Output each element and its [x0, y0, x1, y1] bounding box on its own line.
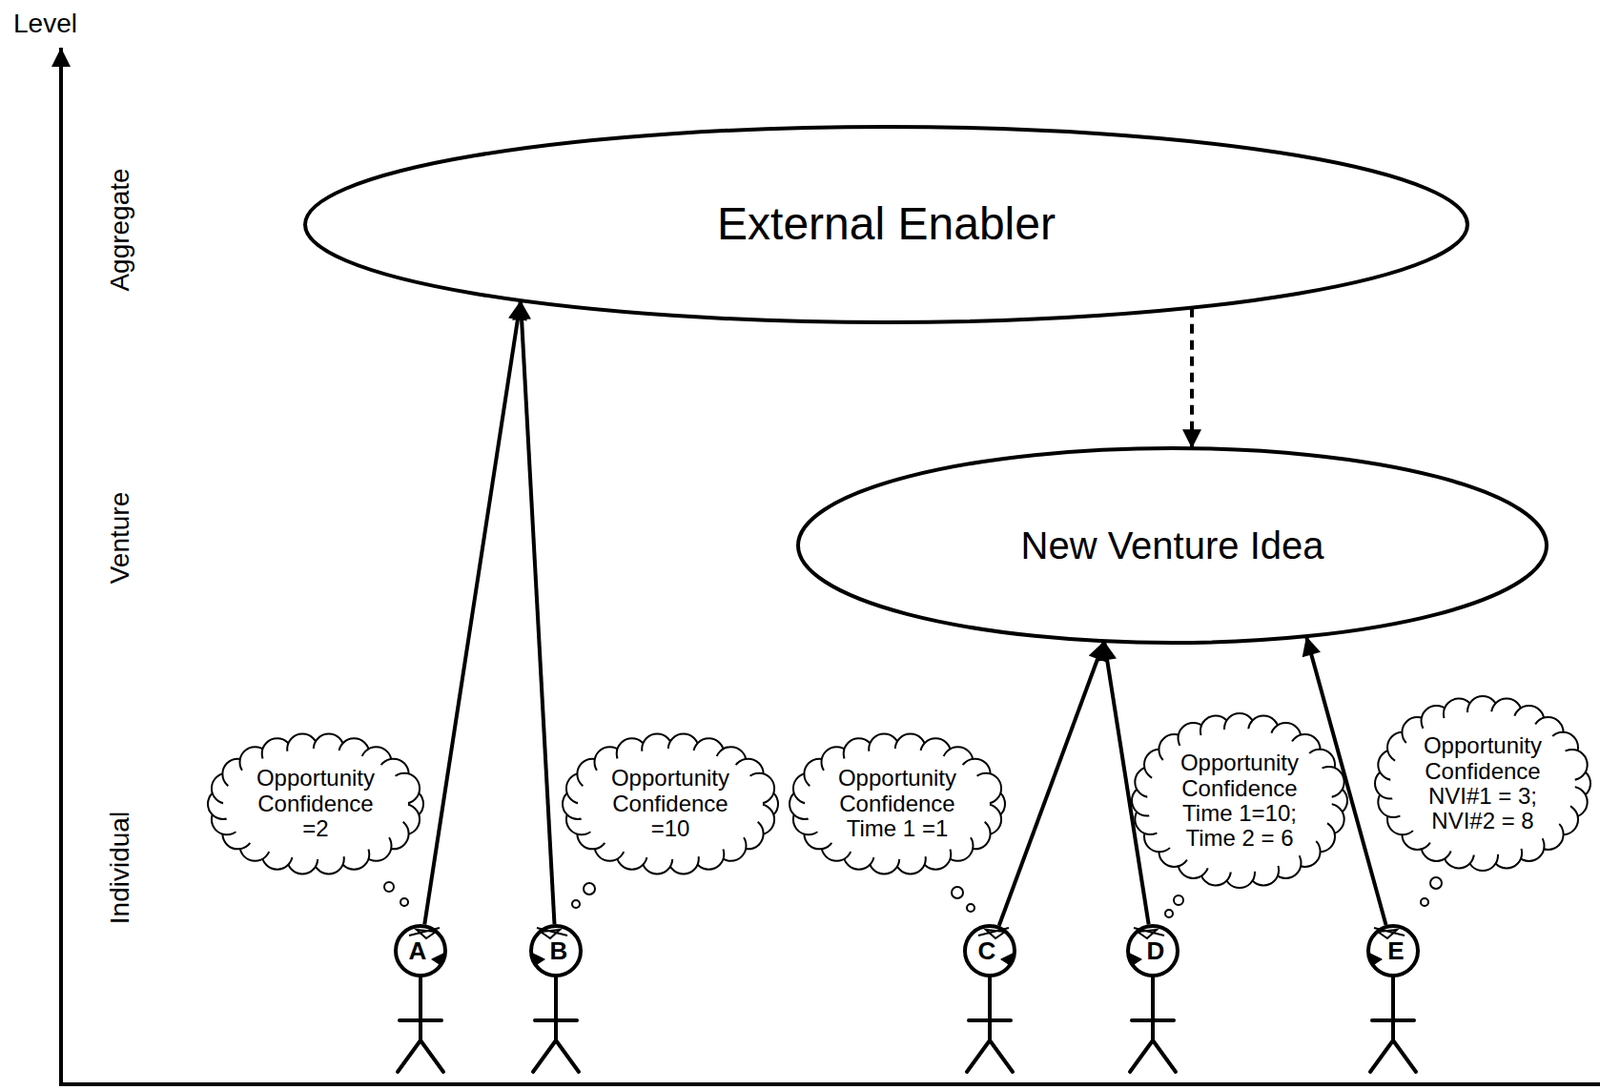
node-text-holder: New Venture Idea: [796, 446, 1549, 645]
cloud-fill: [1147, 728, 1333, 873]
head-outline: [395, 925, 446, 976]
person-letter: D: [1147, 938, 1166, 964]
concept-ellipse: External Enabler: [303, 124, 1470, 325]
node-text-holder: Opportunity Confidence Time 1=10; Time 2…: [1130, 712, 1349, 889]
thought-bubble: [583, 882, 595, 895]
thought-bubble: [966, 903, 975, 912]
person-head: D: [1126, 923, 1180, 978]
thought-cloud: Opportunity Confidence Time 1 =1: [788, 732, 1006, 876]
concept-ellipse: New Venture Idea: [796, 446, 1549, 645]
cloud-fill: [804, 748, 990, 860]
thought-bubble: [384, 882, 394, 892]
confidence-text: Opportunity Confidence Time 1=10; Time 2…: [1172, 750, 1307, 852]
glasses-mark: [536, 927, 568, 939]
stick-figures: [397, 977, 1416, 1072]
confidence-text: Opportunity Confidence =10: [603, 765, 738, 842]
thought-cloud: Opportunity Confidence Time 1=10; Time 2…: [1130, 712, 1349, 889]
confidence-text: Opportunity Confidence =2: [248, 765, 383, 842]
stick-body: [1370, 977, 1416, 1072]
concept-label: New Venture Idea: [1021, 524, 1325, 567]
node-text-holder: External Enabler: [303, 124, 1470, 325]
dashed-arrow: [1189, 307, 1194, 449]
thought-bubble: [1165, 909, 1173, 918]
person-letter: A: [409, 938, 428, 964]
mouth-mark: [1128, 953, 1141, 965]
arrow-connector: [520, 300, 554, 924]
cloud-fill: [1390, 711, 1576, 856]
node-text-holder: Opportunity Confidence =2: [206, 732, 425, 876]
head-outline: [1368, 925, 1418, 976]
node-text-holder: A: [393, 923, 448, 978]
axis-line: [59, 1082, 1600, 1087]
stick-body: [1129, 977, 1176, 1072]
node-text-holder: Opportunity Confidence =10: [561, 732, 780, 876]
level-label: Venture: [105, 492, 136, 585]
node-text-holder: Opportunity Confidence NVI#1 = 3; NVI#2 …: [1374, 695, 1592, 872]
concept-label: External Enabler: [717, 199, 1056, 250]
stick-body: [966, 977, 1013, 1072]
mouth-mark: [1002, 953, 1014, 965]
mouth-mark: [1369, 953, 1381, 965]
thought-bubble: [1173, 895, 1184, 905]
mouth-mark: [432, 953, 445, 965]
mouth-mark: [532, 953, 544, 965]
node-text-holder: D: [1126, 923, 1180, 978]
thought-bubble: [951, 886, 964, 899]
person-head: B: [529, 923, 583, 978]
glasses-mark: [1133, 927, 1165, 939]
cloud-fill: [577, 748, 763, 860]
cloud-fill: [223, 748, 409, 860]
confidence-text: Opportunity Confidence NVI#1 = 3; NVI#2 …: [1415, 733, 1550, 835]
ellipse-outline: [305, 126, 1468, 323]
person-head: C: [963, 923, 1017, 978]
person-head: A: [393, 923, 448, 978]
thought-cloud: Opportunity Confidence =10: [561, 732, 780, 876]
person-head: E: [1366, 923, 1420, 978]
node-text-holder: B: [529, 923, 583, 978]
head-outline: [531, 925, 581, 976]
stick-body: [533, 977, 579, 1072]
node-text-holder: Opportunity Confidence Time 1 =1: [788, 732, 1006, 876]
glasses-mark: [978, 927, 1009, 939]
thought-bubbles: [384, 877, 1442, 918]
person-letter: C: [978, 938, 997, 964]
head-outline: [1128, 925, 1178, 976]
stick-body: [397, 977, 444, 1072]
level-axis: [59, 47, 1600, 1085]
thought-cloud: Opportunity Confidence =2: [206, 732, 425, 876]
thought-cloud: Opportunity Confidence NVI#1 = 3; NVI#2 …: [1374, 695, 1592, 872]
person-letter: E: [1387, 938, 1404, 964]
person-letter: B: [550, 938, 569, 964]
ellipse-outline: [798, 448, 1547, 643]
glasses-mark: [1374, 927, 1405, 939]
arrow-connector: [424, 300, 521, 924]
thought-bubble: [400, 898, 409, 906]
thought-bubble: [1420, 898, 1429, 906]
thought-bubble: [572, 900, 580, 908]
head-outline: [964, 925, 1015, 976]
level-label: Individual: [105, 811, 136, 924]
arrow-connector: [999, 640, 1105, 925]
thought-bubble: [1430, 877, 1442, 889]
node-text-holder: C: [963, 923, 1017, 978]
level-label: Aggregate: [105, 167, 136, 291]
node-text-holder: E: [1366, 923, 1420, 978]
glasses-mark: [409, 927, 440, 939]
confidence-text: Opportunity Confidence Time 1 =1: [830, 765, 965, 842]
axis-line: [59, 47, 63, 1085]
axis-title: Level: [13, 9, 78, 40]
